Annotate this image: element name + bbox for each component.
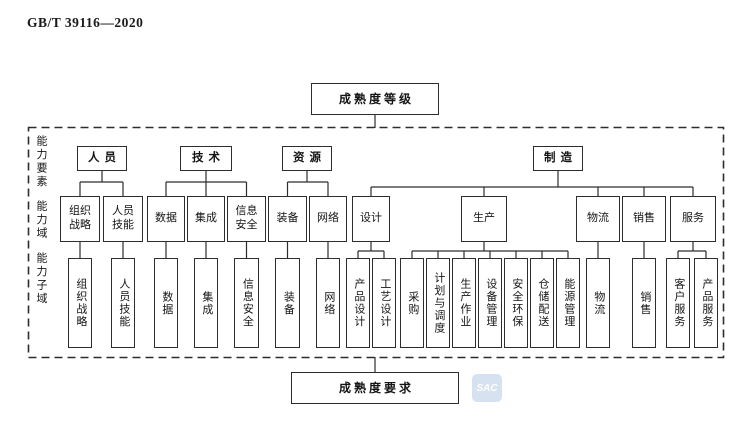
- subdomain-label: 设备管理: [484, 278, 497, 328]
- domain-network: 网络: [309, 196, 347, 242]
- domain-sales: 销售: [622, 196, 666, 242]
- element-technology: 技术: [180, 146, 232, 171]
- domain-label: 装备: [276, 212, 299, 225]
- domain-label: 销售: [633, 212, 655, 225]
- domain-label: 人员技能: [111, 205, 134, 231]
- subdomain-org-strategy: 组织战略: [68, 258, 92, 348]
- domain-design: 设计: [352, 196, 390, 242]
- subdomain-info-security: 信息安全: [234, 258, 259, 348]
- subdomain-data: 数据: [154, 258, 178, 348]
- domain-org-strategy: 组织战略: [60, 196, 100, 242]
- domain-integration: 集成: [187, 196, 225, 242]
- connector-resources-group: [286, 171, 329, 196]
- domain-label: 信息安全: [235, 205, 258, 231]
- axis-label-capability-subdomains: 能力子域: [35, 252, 47, 306]
- capability-frame-border: [27, 126, 725, 359]
- subdomain-label: 工艺设计: [378, 278, 391, 328]
- subdomain-customer-service: 客户服务: [666, 258, 690, 348]
- subdomain-logistics: 物流: [586, 258, 610, 348]
- element-personnel: 人员: [77, 146, 127, 171]
- axis-label-capability-domains: 能力域: [35, 199, 47, 241]
- subdomain-label: 客户服务: [672, 278, 685, 328]
- domain-personnel-skills: 人员技能: [103, 196, 143, 242]
- subdomain-process-design: 工艺设计: [372, 258, 396, 348]
- subdomain-personnel-skills: 人员技能: [111, 258, 135, 348]
- subdomain-equipment-mgmt: 设备管理: [478, 258, 502, 348]
- subdomain-label: 销售: [638, 290, 651, 316]
- subdomain-label: 信息安全: [241, 278, 254, 328]
- domain-label: 集成: [195, 212, 217, 225]
- subdomain-equipment: 装备: [275, 258, 300, 348]
- domain-label: 物流: [587, 212, 609, 225]
- domain-logistics: 物流: [576, 196, 620, 242]
- domain-label: 数据: [155, 212, 177, 225]
- node-maturity-level: 成熟度等级: [311, 83, 439, 115]
- subdomain-label: 产品设计: [352, 278, 365, 328]
- connector-manufacturing-group: [370, 171, 694, 196]
- domain-service: 服务: [670, 196, 716, 242]
- subdomain-product-service: 产品服务: [694, 258, 718, 348]
- subdomain-network: 网络: [316, 258, 340, 348]
- connector-technology-group: [165, 171, 248, 196]
- element-manufacturing: 制造: [533, 146, 583, 171]
- subdomain-label: 装备: [282, 290, 295, 316]
- domain-info-security: 信息安全: [227, 196, 266, 242]
- subdomain-warehouse-delivery: 仓储配送: [530, 258, 554, 348]
- subdomain-sales: 销售: [632, 258, 656, 348]
- subdomain-plan-schedule: 计划与调度: [426, 258, 450, 348]
- domain-label: 组织战略: [68, 205, 91, 231]
- subdomain-integration: 集成: [194, 258, 218, 348]
- domain-label: 设计: [360, 212, 382, 225]
- element-resources: 资源: [282, 146, 332, 171]
- standard-number: GB/T 39116—2020: [27, 15, 144, 30]
- domain-data: 数据: [147, 196, 185, 242]
- subdomain-label: 组织战略: [74, 278, 87, 328]
- domain-label: 网络: [317, 212, 339, 225]
- subdomain-label: 人员技能: [117, 278, 130, 328]
- subdomain-label: 能源管理: [562, 278, 575, 328]
- node-maturity-requirements: 成熟度要求: [291, 372, 459, 404]
- connector-design-group: [357, 242, 385, 258]
- connector-domain-to-subdomain-straight: [79, 242, 645, 258]
- subdomain-label: 仓储配送: [536, 278, 549, 328]
- subdomain-label: 数据: [160, 290, 173, 316]
- subdomain-safety-environment: 安全环保: [504, 258, 528, 348]
- subdomain-label: 计划与调度: [432, 271, 445, 335]
- subdomain-label: 网络: [322, 290, 335, 316]
- subdomain-label: 生产作业: [458, 278, 471, 328]
- axis-label-capability-elements: 能力要素: [35, 135, 47, 189]
- domain-label: 服务: [682, 212, 704, 225]
- subdomain-label: 采购: [406, 290, 419, 316]
- subdomain-product-design: 产品设计: [346, 258, 370, 348]
- connector-personnel-group: [79, 171, 124, 196]
- subdomain-label: 安全环保: [510, 278, 523, 328]
- sac-watermark-logo: SAC: [472, 374, 502, 402]
- connector-service-group: [677, 242, 707, 258]
- subdomain-label: 集成: [200, 290, 213, 316]
- domain-equipment: 装备: [268, 196, 307, 242]
- subdomain-energy-mgmt: 能源管理: [556, 258, 580, 348]
- subdomain-label: 物流: [592, 290, 605, 316]
- subdomain-label: 产品服务: [700, 278, 713, 328]
- subdomain-production-ops: 生产作业: [452, 258, 476, 348]
- domain-production: 生产: [461, 196, 507, 242]
- connector-production-group: [411, 242, 569, 258]
- domain-label: 生产: [473, 212, 495, 225]
- subdomain-procurement: 采购: [400, 258, 424, 348]
